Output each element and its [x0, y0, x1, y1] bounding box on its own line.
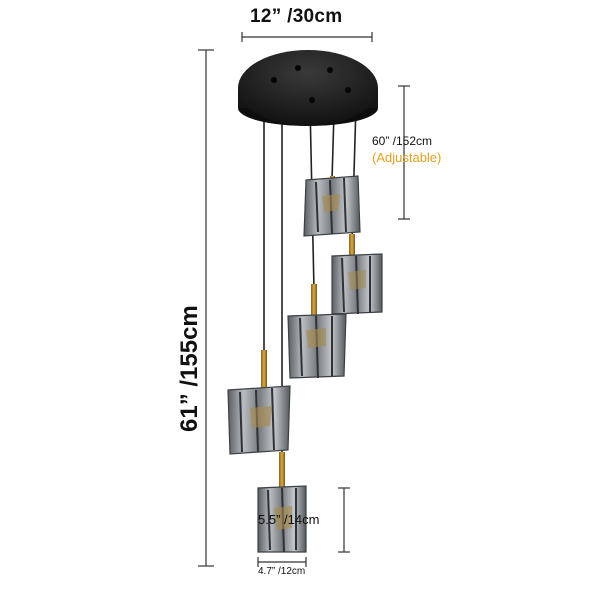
total-height-label: 61” /155cm — [176, 305, 203, 432]
glass-shade-4 — [227, 385, 291, 455]
shade-height-label: 5.5” /14cm — [258, 512, 320, 527]
shade-width-dimension-line — [257, 557, 307, 567]
glass-shade-2 — [331, 253, 383, 315]
width-dimension-line — [241, 32, 373, 42]
shade-height-dimension-line — [338, 487, 350, 553]
shade-width-label: 4.7” /12cm — [258, 566, 306, 577]
total-height-dimension-line — [198, 49, 214, 567]
glass-shade-3 — [287, 313, 347, 379]
ceiling-canopy — [238, 50, 378, 126]
glass-shade-1 — [303, 175, 361, 237]
cable-length-dimension-line — [398, 85, 410, 220]
cable-length-label: 60” /152cm — [372, 134, 433, 148]
cable-adjustable-label: (Adjustable) — [372, 150, 442, 165]
width-label: 12” /30cm — [250, 6, 343, 27]
glass-shade-5 — [257, 485, 307, 553]
